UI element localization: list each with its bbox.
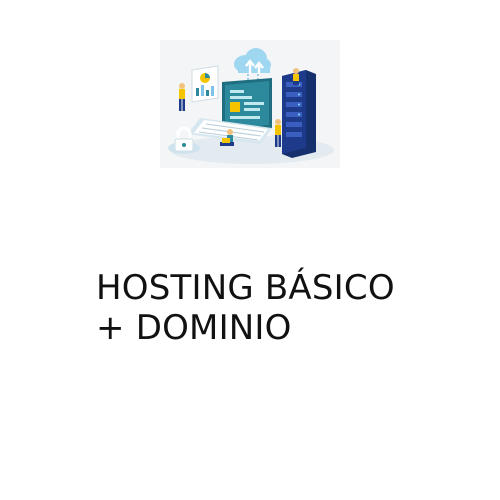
product-title-line-2: + DOMINIO — [96, 308, 292, 348]
hosting-illustration-svg — [160, 40, 340, 168]
padlock-icon — [168, 126, 200, 154]
cloud-upload-icon — [234, 48, 271, 74]
person-icon — [220, 129, 234, 146]
chart-panel-icon — [191, 65, 219, 103]
person-icon — [275, 119, 281, 147]
product-title: HOSTING BÁSICO + DOMINIO — [96, 268, 476, 348]
person-icon — [293, 68, 299, 85]
hosting-illustration — [160, 40, 340, 168]
product-title-line-1: HOSTING BÁSICO — [96, 268, 395, 308]
person-icon — [179, 83, 185, 111]
